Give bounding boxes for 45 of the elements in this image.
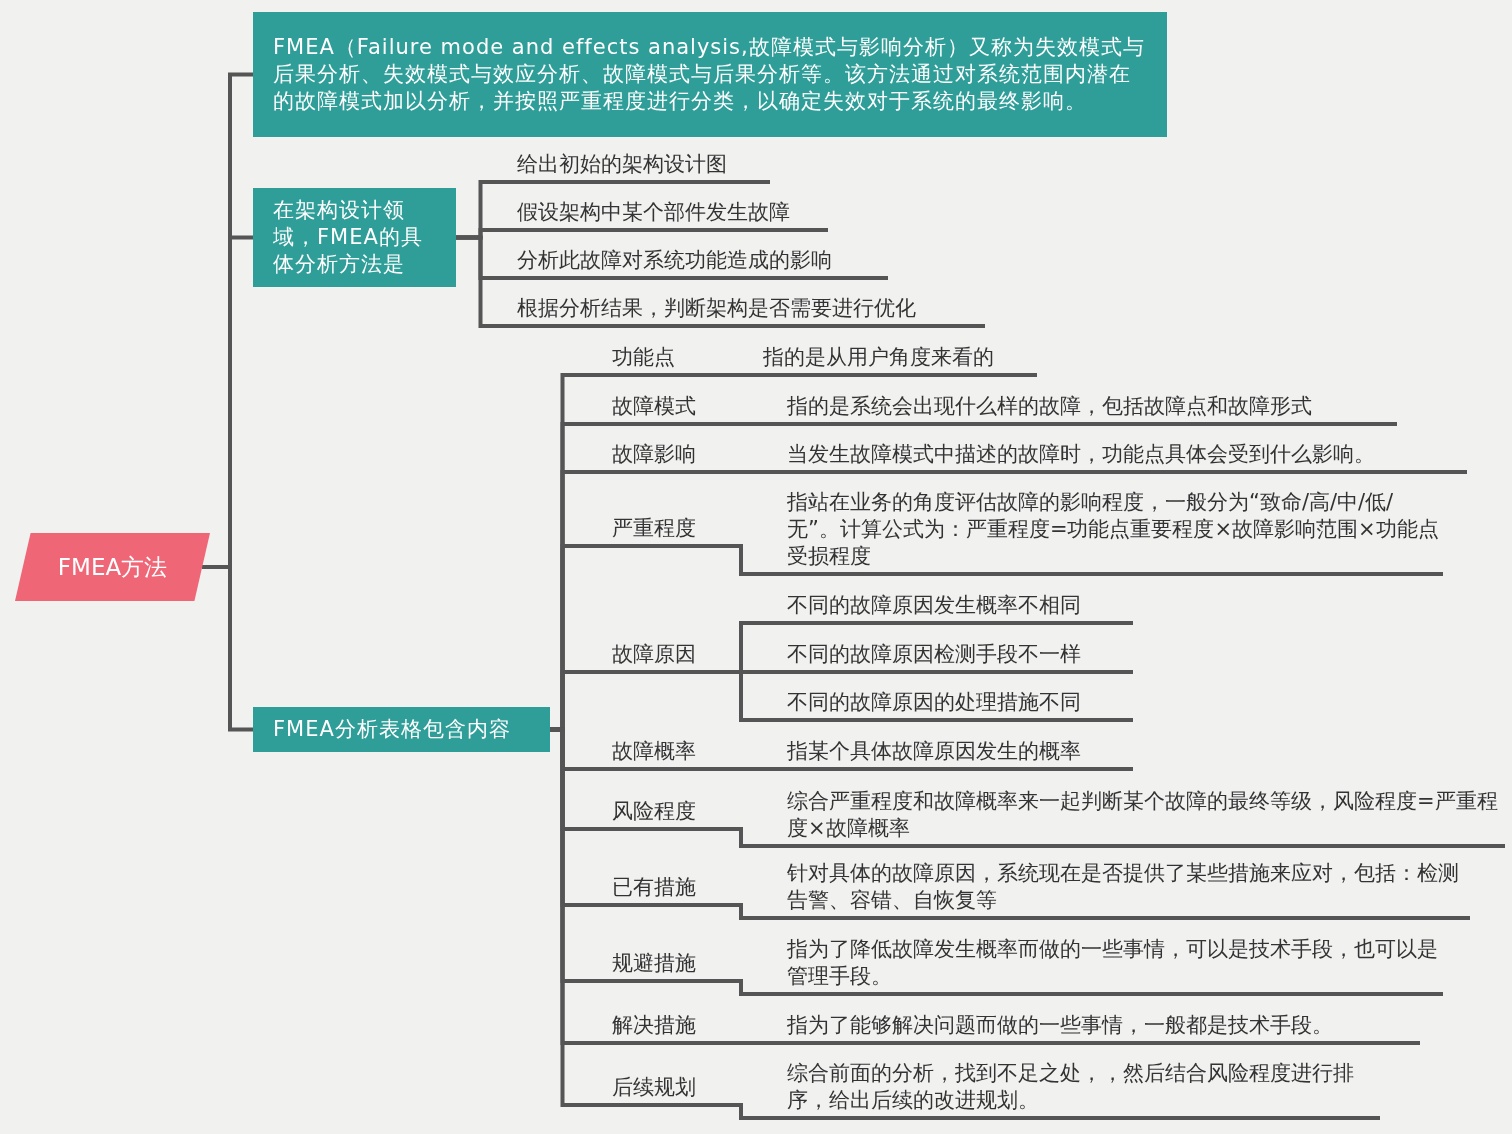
- topic-box: FMEA分析表格包含内容: [253, 707, 550, 752]
- root-topic: FMEA方法: [15, 533, 210, 601]
- connector-line: [726, 979, 744, 996]
- connector-line: [726, 903, 744, 920]
- connector-line: [726, 544, 744, 576]
- branch-label: 针对具体的故障原因，系统现在是否提供了某些措施来应对，包括：检测告警、容错、自恢复等: [742, 858, 1470, 920]
- branch-label: 已有措施: [575, 873, 726, 907]
- branch-label: 不同的故障原因检测手段不一样: [742, 640, 1133, 674]
- branch-label: 指站在业务的角度评估故障的影响程度，一般分为“致命/高/中/低/无”。计算公式为：严重程度=功能点重要程度×故障影响范围×功能点受损程度: [742, 488, 1443, 576]
- branch-label: 故障原因: [575, 640, 726, 674]
- branch-label: 指为了能够解决问题而做的一些事情，一般都是技术手段。: [742, 1011, 1420, 1045]
- connector-line: [550, 727, 575, 1107]
- topic-box: 在架构设计领域，FMEA的具体分析方法是: [253, 188, 456, 287]
- connector-line: [726, 470, 743, 474]
- branch-label: 风险程度: [575, 797, 726, 831]
- branch-label: 假设架构中某个部件发生故障: [505, 198, 828, 232]
- connector-line: [726, 1103, 744, 1120]
- branch-label: 综合前面的分析，找到不足之处，，然后结合风险程度进行排序，给出后续的改进规划。: [742, 1058, 1380, 1120]
- connector-line: [456, 235, 505, 328]
- branch-label: 不同的故障原因的处理措施不同: [742, 688, 1133, 722]
- branch-label: 给出初始的架构设计图: [505, 150, 770, 184]
- connector-line: [726, 827, 744, 848]
- branch-label: 解决措施: [575, 1011, 726, 1045]
- branch-label: 指某个具体故障原因发生的概率: [742, 737, 1133, 771]
- branch-label: 当发生故障模式中描述的故障时，功能点具体会受到什么影响。: [742, 440, 1467, 474]
- branch-label: 指的是系统会出现什么样的故障，包括故障点和故障形式: [742, 392, 1397, 426]
- branch-label: 综合严重程度和故障概率来一起判断某个故障的最终等级，风险程度=严重程度×故障概率: [742, 786, 1505, 848]
- branch-label: 指为了降低故障发生概率而做的一些事情，可以是技术手段，也可以是管理手段。: [742, 934, 1443, 996]
- branch-label: 规避措施: [575, 949, 726, 983]
- topic-box: FMEA（Failure mode and effects analysis,故障模式与影响分析）又称为失效模式与后果分析、失效模式与效应分析、故障模式与后果分析等。该方法通过对系统范围内潜在的故障模式加以分析，并按照严重程度进行分类，以确定失效对于系统的最终影响。: [253, 12, 1167, 137]
- branch-label: 后续规划: [575, 1073, 726, 1107]
- branch-label: 功能点: [575, 343, 726, 377]
- branch-label: 指的是从用户角度来看的: [742, 343, 1037, 377]
- branch-label: 严重程度: [575, 514, 726, 548]
- branch-label: 根据分析结果，判断架构是否需要进行优化: [505, 294, 985, 328]
- branch-label: 故障概率: [575, 737, 726, 771]
- branch-label: 分析此故障对系统功能造成的影响: [505, 246, 888, 280]
- branch-label: 不同的故障原因发生概率不相同: [742, 591, 1133, 625]
- connector-line: [726, 767, 743, 771]
- branch-label: 故障模式: [575, 392, 726, 426]
- connector-line: [726, 373, 743, 377]
- connector-line: [726, 670, 744, 722]
- branch-label: 故障影响: [575, 440, 726, 474]
- connector-line: [726, 422, 743, 426]
- connector-line: [726, 1041, 743, 1045]
